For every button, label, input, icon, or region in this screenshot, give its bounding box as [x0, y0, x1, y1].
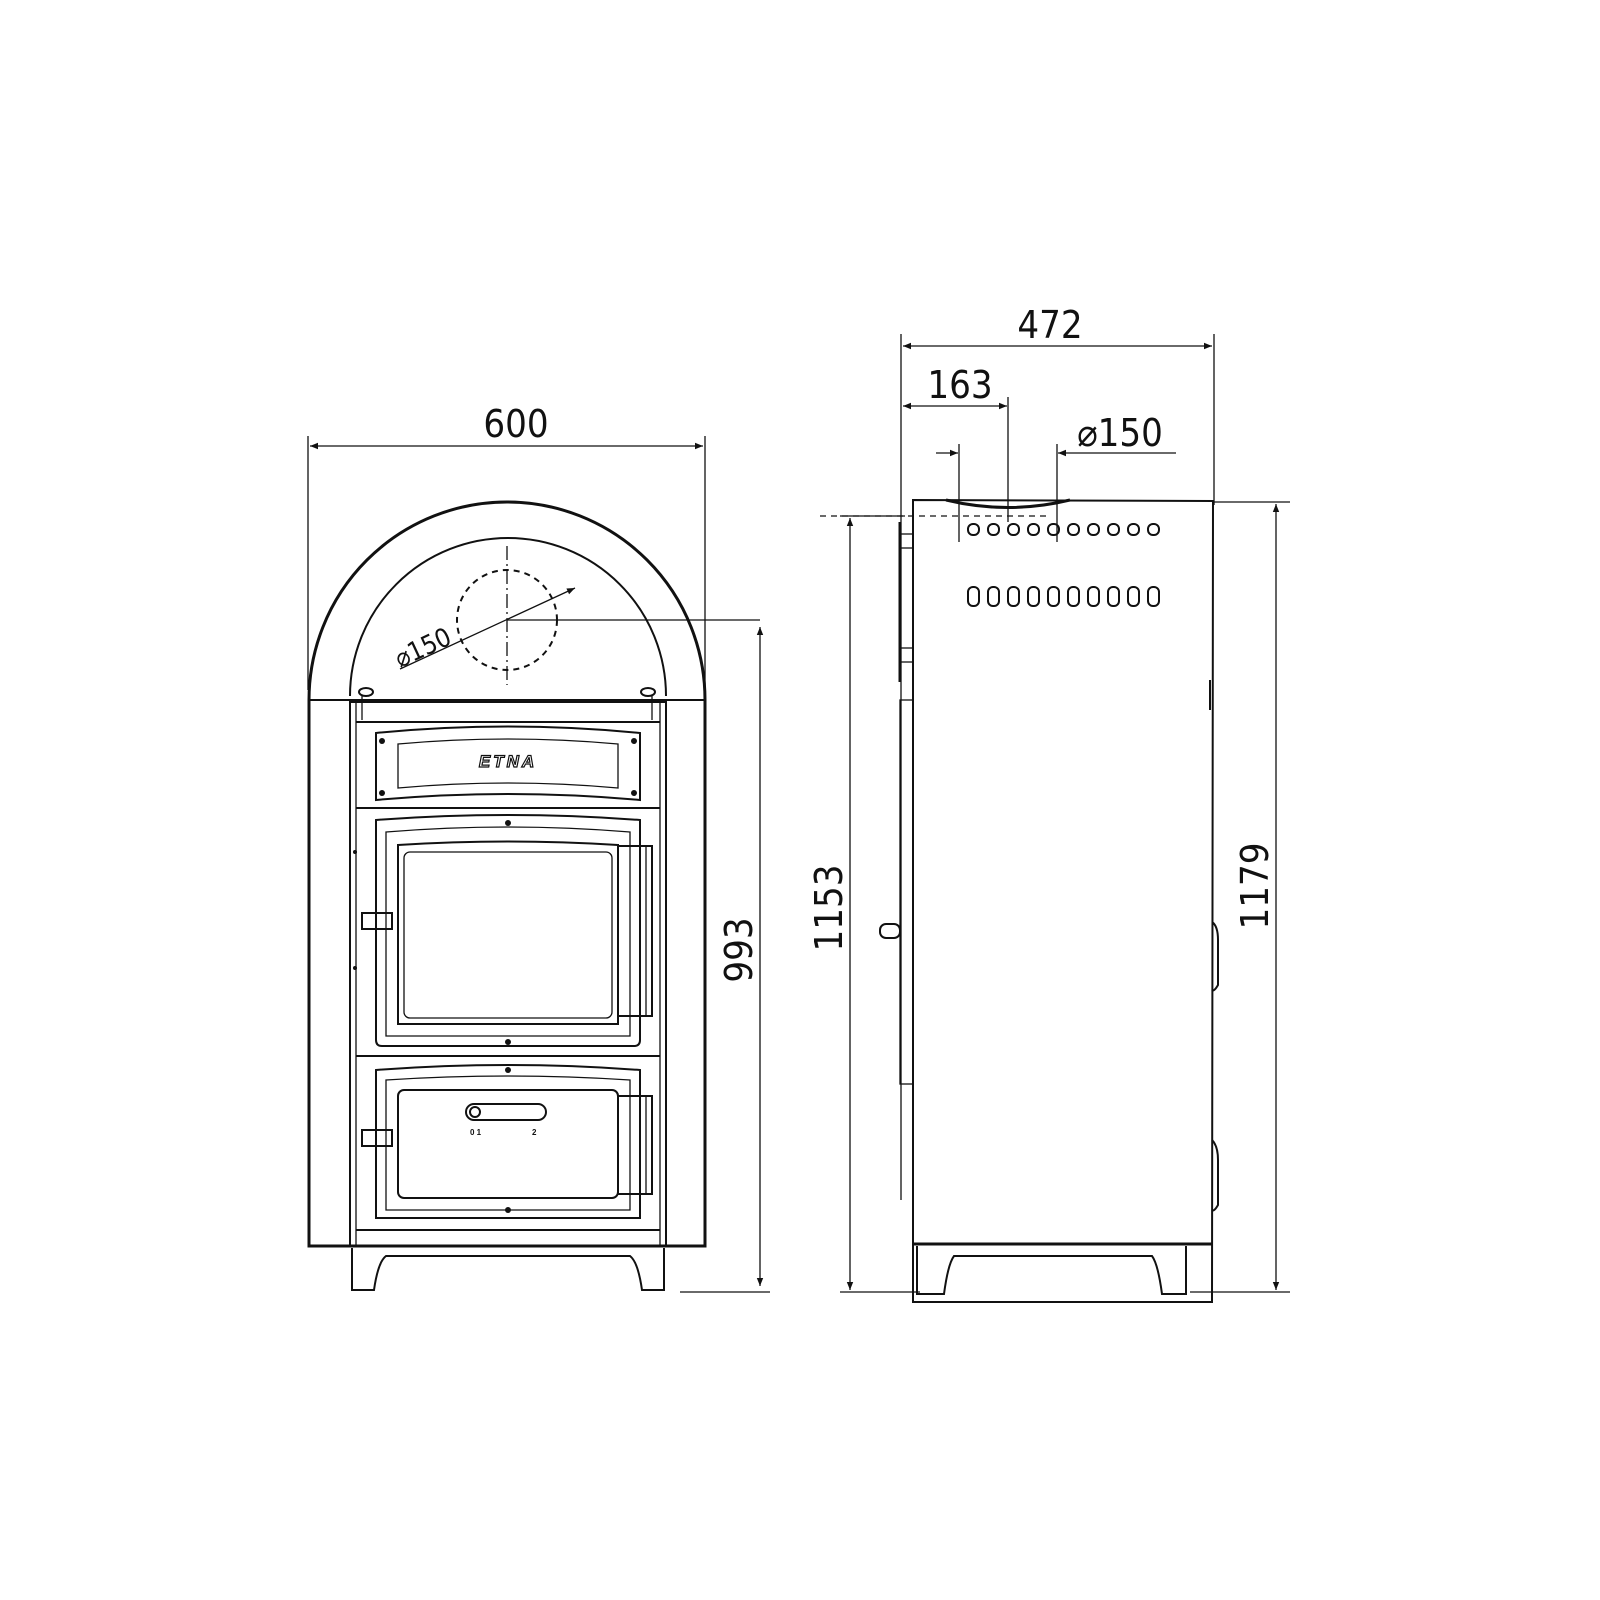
flue-diameter-side-label: ⌀150: [1077, 411, 1163, 455]
flue-diameter-side-dimension: ⌀150: [936, 411, 1176, 542]
flue-offset-dimension: 163: [903, 363, 1009, 522]
front-view: 600 ⌀150 993: [307, 402, 770, 1293]
total-height-label: 1179: [1233, 843, 1277, 930]
side-legs: [913, 1242, 1212, 1295]
side-body: [820, 498, 1215, 1303]
flue-diameter-label: ⌀150: [390, 622, 456, 674]
depth-dimension: 472: [900, 303, 1215, 1200]
side-view: 472 163 ⌀150: [807, 303, 1290, 1303]
front-height-label: 1153: [807, 865, 851, 952]
flue-height-label: 993: [717, 917, 761, 982]
width-dimension: 600: [307, 402, 706, 690]
air-control-slider[interactable]: [465, 1103, 547, 1121]
air-mark-01: 0 1: [470, 1128, 482, 1137]
nameplate: ETNA: [375, 725, 641, 802]
brand-label: ETNA: [479, 752, 537, 771]
rear-hinges: [1211, 921, 1219, 1212]
vent-row-middle: [967, 586, 1160, 607]
air-mark-2: 2: [532, 1128, 537, 1137]
front-legs: [350, 1245, 666, 1291]
total-height-dimension: 1179: [1190, 501, 1290, 1293]
depth-dim-label: 472: [1017, 303, 1082, 347]
vent-row-top: [967, 523, 1160, 536]
flue-offset-label: 163: [927, 363, 992, 407]
arched-top: [307, 500, 707, 1248]
front-height-dimension: 1153: [807, 515, 920, 1293]
ash-door: 0 1 2: [361, 1064, 653, 1219]
flue-height-dimension: 993: [680, 627, 770, 1293]
width-dim-label: 600: [483, 402, 548, 446]
fire-door: [353, 814, 653, 1047]
